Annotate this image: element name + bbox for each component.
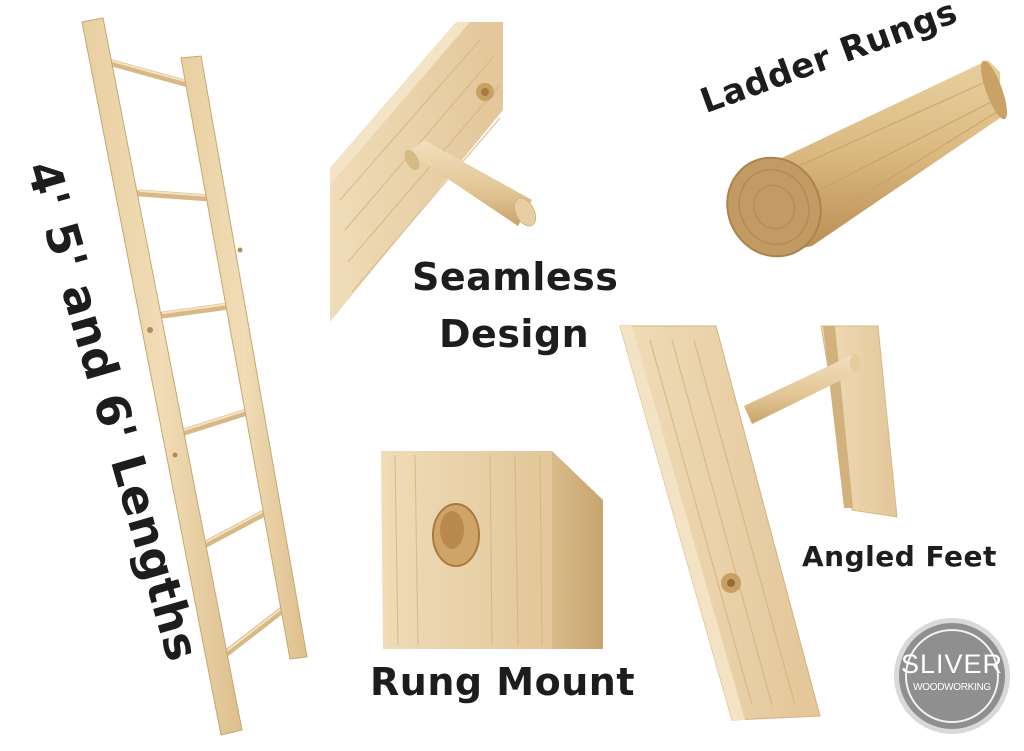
angled-feet-dowel [744,354,860,424]
logo-ring [905,629,999,723]
rung-mount-photo [381,451,603,649]
ladder-left-rail [81,17,243,736]
ladder-right-rail [180,55,308,660]
ladder-rungs-photo [726,60,1007,258]
logo-wordmark: SLIVER [900,649,1004,679]
angled-feet-label: Angled Feet [802,540,997,573]
seamless-design-photo [330,22,537,322]
logo-subtitle: WOODWORKING [913,682,991,693]
seamless-label-line1: Seamless [412,255,619,299]
rung-mount-label: Rung Mount [370,660,635,704]
seamless-dowel [404,140,537,227]
sliver-woodworking-logo: SLIVER WOODWORKING [894,618,1010,734]
seamless-label-line2: Design [439,312,590,356]
ladder-photo [81,17,308,736]
angled-feet-photo [619,325,898,721]
ladder-rung-dowels [108,59,290,659]
